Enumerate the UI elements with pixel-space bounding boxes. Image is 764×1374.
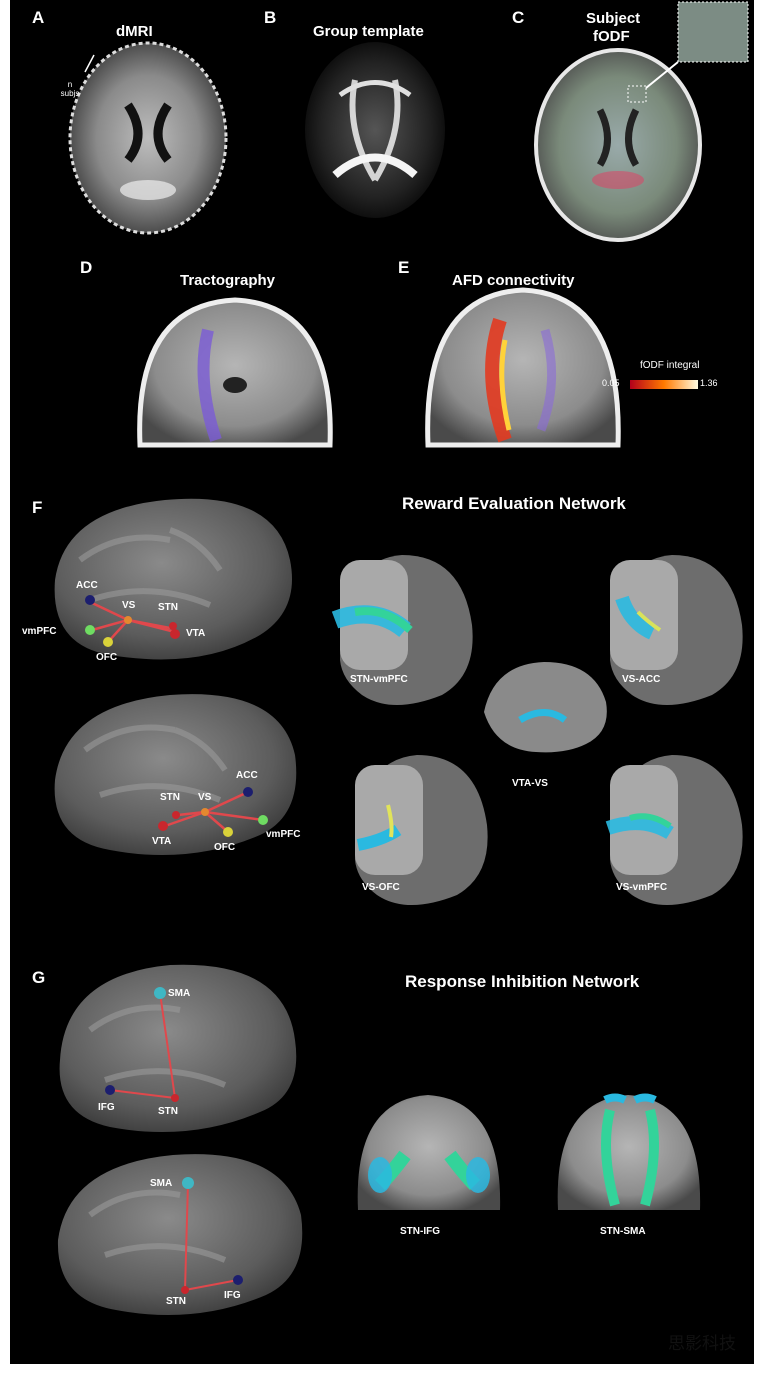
panel-c-brain-image: [534, 1, 749, 242]
panel-g-surface-bottom: [57, 1154, 303, 1315]
node-vs-top: [124, 616, 132, 624]
label-stn-g-top: STN: [158, 1106, 178, 1117]
node-vmpfc-top: [85, 625, 95, 635]
tract-vs-acc-image: [610, 555, 743, 705]
node-stn-g-top: [171, 1094, 179, 1102]
label-vs-bottom: VS: [198, 792, 212, 803]
panel-e-colorbar: [630, 380, 698, 389]
panel-e-title: AFD connectivity: [452, 272, 575, 289]
panel-c-title-line2: fODF: [593, 28, 630, 45]
colorbar-label: fODF integral: [640, 360, 700, 371]
node-ofc-bottom: [223, 827, 233, 837]
panel-g-connections: [109, 992, 239, 1291]
label-vmpfc-top: vmPFC: [22, 626, 57, 637]
node-sma-top: [154, 987, 166, 999]
tract-stn-sma-image: [557, 1093, 701, 1210]
panel-b-brain-image: [305, 42, 445, 218]
figure-graphics: [54, 1, 749, 1315]
panel-a-brain-image: [68, 41, 228, 235]
label-tract-vta-vs: VTA-VS: [512, 778, 548, 789]
label-tract-vs-acc: VS-ACC: [622, 674, 661, 685]
node-stn-bottom: [172, 811, 180, 819]
label-stn-bottom: STN: [160, 792, 180, 803]
panel-b-letter: B: [264, 8, 277, 27]
panel-a-note: n subjs: [60, 80, 80, 98]
watermark-text: 思影科技: [668, 1334, 736, 1354]
label-stn-g-bottom: STN: [166, 1296, 186, 1307]
node-stn-top: [169, 622, 177, 630]
node-sma-bottom: [182, 1177, 194, 1189]
node-vs-bottom: [201, 808, 209, 816]
label-ofc-bottom: OFC: [214, 842, 236, 853]
label-sma-top: SMA: [168, 988, 191, 999]
label-tract-vs-vmpfc: VS-vmPFC: [616, 882, 668, 893]
panel-f-connections-bottom: [164, 790, 264, 833]
panel-f-surface-top: [54, 498, 292, 660]
label-ifg-bottom: IFG: [224, 1290, 241, 1301]
tract-vta-vs-image: [484, 662, 607, 753]
figure-canvas: A dMRI n subjs: [10, 0, 754, 1364]
panel-a-title: dMRI: [116, 23, 153, 40]
node-vmpfc-bottom: [258, 815, 268, 825]
panel-g-letter: G: [32, 968, 46, 987]
label-vmpfc-bottom: vmPFC: [266, 829, 301, 840]
panel-d-title: Tractography: [180, 272, 276, 289]
label-vta-bottom: VTA: [152, 836, 172, 847]
label-tract-stn-ifg: STN-IFG: [400, 1226, 440, 1237]
label-vs-top: VS: [122, 600, 136, 611]
tract-vs-vmpfc-image: [605, 755, 743, 905]
colorbar-min: 0.05: [602, 378, 620, 388]
colorbar-max: 1.36: [700, 378, 718, 388]
panel-f-letter: F: [32, 498, 43, 517]
panel-b-title: Group template: [313, 23, 424, 40]
node-vta-bottom: [158, 821, 168, 831]
panel-f-surface-bottom: [54, 694, 297, 855]
label-tract-stn-vmpfc: STN-vmPFC: [350, 674, 408, 685]
node-acc-bottom: [243, 787, 253, 797]
label-ofc-top: OFC: [96, 652, 118, 663]
panel-e-brain-image: [425, 287, 621, 448]
panel-a-letter: A: [32, 8, 45, 27]
node-ifg-top: [105, 1085, 115, 1095]
node-stn-g-bottom: [181, 1286, 189, 1294]
node-acc-top: [85, 595, 95, 605]
panel-f-network-title: Reward Evaluation Network: [402, 494, 626, 513]
node-ofc-top: [103, 637, 113, 647]
panel-c-title-line1: Subject: [586, 10, 641, 27]
label-acc-top: ACC: [76, 580, 98, 591]
label-vta-top: VTA: [186, 628, 206, 639]
panel-a-arrow: [84, 54, 95, 73]
label-stn-top: STN: [158, 602, 178, 613]
panel-g-network-title: Response Inhibition Network: [405, 972, 640, 991]
label-tract-stn-sma: STN-SMA: [600, 1226, 646, 1237]
panel-e-letter: E: [398, 258, 410, 277]
panel-d-brain-image: [137, 297, 333, 448]
label-tract-vs-ofc: VS-OFC: [362, 882, 400, 893]
node-vta-top: [170, 629, 180, 639]
tract-stn-vmpfc-image: [331, 555, 473, 705]
panel-d-letter: D: [80, 258, 93, 277]
label-acc-bottom: ACC: [236, 770, 258, 781]
label-sma-bottom: SMA: [150, 1178, 173, 1189]
panel-c-letter: C: [512, 8, 525, 27]
tract-stn-ifg-image: [357, 1095, 501, 1210]
node-ifg-bottom: [233, 1275, 243, 1285]
label-ifg-top: IFG: [98, 1102, 115, 1113]
tract-vs-ofc-image: [355, 755, 488, 905]
